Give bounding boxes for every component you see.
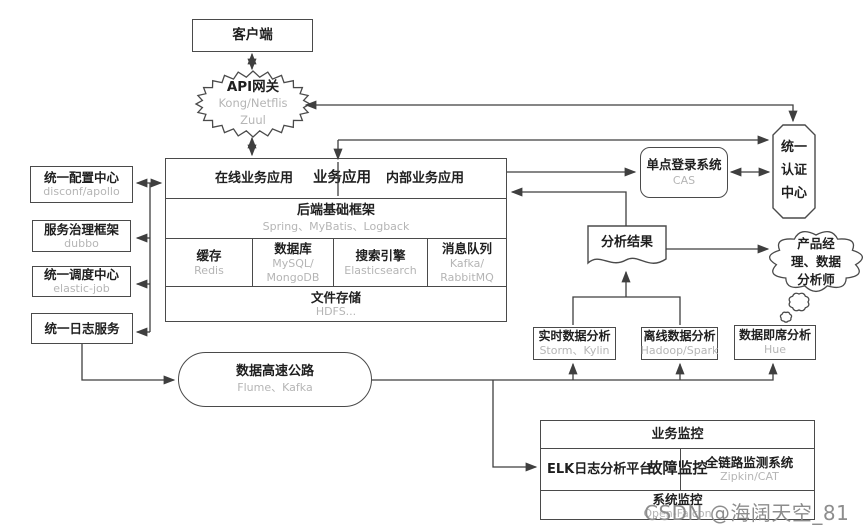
file-storage-sub: HDFS... <box>315 304 357 318</box>
fault-monitoring-label: 故障监控 <box>647 458 708 477</box>
backend-framework-sub: Spring、MyBatis、Logback <box>262 219 410 233</box>
search-engine-sub: Elasticsearch <box>344 263 417 277</box>
fault-monitoring-row: ELK日志分析平台 故障监控 全链路监测系统 Zipkin/CAT <box>541 449 814 491</box>
fault-row-divider <box>680 449 681 490</box>
backend-framework-row: 后端基础框架 Spring、MyBatis、Logback <box>166 199 506 239</box>
cloud-tail-bubble-small <box>779 311 793 323</box>
database-label: 数据库 <box>274 240 312 256</box>
sso-label: 单点登录系统 <box>646 157 722 173</box>
data-highway-sub: Flume、Kafka <box>237 381 313 395</box>
consumers-text: 产品经 理、数据 分析师 <box>772 234 860 290</box>
middleware-row: 缓存 Redis 数据库 MySQL/ MongoDB 搜索引擎 Elastic… <box>166 239 506 287</box>
message-queue-cell: 消息队列 Kafka/ RabbitMQ <box>428 239 506 286</box>
service-governance-sub: dubbo <box>64 236 99 250</box>
backend-framework-label: 后端基础框架 <box>296 203 375 219</box>
realtime-analysis-label: 实时数据分析 <box>538 329 611 344</box>
system-monitoring-label: 系统监控 <box>652 491 703 507</box>
elk-platform-label: ELK日志分析平台 <box>547 461 653 477</box>
adhoc-analysis-sub: Hue <box>763 342 786 356</box>
log-service-box: 统一日志服务 <box>31 313 133 344</box>
scheduling-center-sub: elastic-job <box>53 282 110 296</box>
offline-analysis-box: 离线数据分析 Hadoop/Spark <box>641 327 718 360</box>
analysis-result-text: 分析结果 <box>588 228 666 258</box>
gateway-text: API网关 Kong/Netflis Zuul <box>198 78 308 130</box>
gateway-label: API网关 <box>226 79 280 96</box>
connector-result-platform <box>510 187 627 226</box>
client-label: 客户端 <box>232 27 273 44</box>
message-queue-label: 消息队列 <box>441 240 492 256</box>
monitoring-box: 业务监控 ELK日志分析平台 故障监控 全链路监测系统 Zipkin/CAT 系… <box>540 420 815 520</box>
connector-auth-gateway <box>304 100 798 123</box>
service-governance-label: 服务治理框架 <box>43 221 119 237</box>
tracing-cell: 全链路监测系统 Zipkin/CAT <box>687 449 812 490</box>
auth-center-label: 统一 认证 中心 <box>780 140 807 201</box>
adhoc-analysis-label: 数据即席分析 <box>738 328 811 343</box>
offline-analysis-sub: Hadoop/Spark <box>640 343 719 357</box>
search-engine-cell: 搜索引擎 Elasticsearch <box>334 239 428 286</box>
message-queue-sub: Kafka/ RabbitMQ <box>440 256 494 284</box>
service-governance-box: 服务治理框架 dubbo <box>32 220 131 252</box>
file-storage-label: 文件存储 <box>310 289 361 305</box>
consumers-label: 产品经 理、数据 分析师 <box>790 235 841 288</box>
analysis-result-label: 分析结果 <box>600 235 653 251</box>
connector-analytics-bracket <box>572 296 681 325</box>
online-apps-label: 在线业务应用 <box>214 170 294 186</box>
log-service-label: 统一日志服务 <box>44 321 120 336</box>
business-platform-box: 在线业务应用 业务应用 内部业务应用 后端基础框架 Spring、MyBatis… <box>165 158 507 322</box>
file-storage-row: 文件存储 HDFS... <box>166 287 506 321</box>
client-box: 客户端 <box>192 19 313 52</box>
config-center-label: 统一配置中心 <box>43 170 119 186</box>
cache-sub: Redis <box>194 263 224 277</box>
apps-row: 在线业务应用 业务应用 内部业务应用 <box>166 159 506 199</box>
config-center-box: 统一配置中心 disconf/apollo <box>30 166 133 203</box>
sso-sub: CAS <box>672 174 696 188</box>
cache-label: 缓存 <box>196 247 222 263</box>
scheduling-center-label: 统一调度中心 <box>43 267 119 283</box>
auth-center-text: 统一 认证 中心 <box>773 125 815 218</box>
data-highway-label: 数据高速公路 <box>235 363 314 379</box>
system-monitoring-sub: Open-Falcon <box>643 506 712 520</box>
system-monitoring-row: 系统监控 Open-Falcon <box>541 491 814 521</box>
cache-cell: 缓存 Redis <box>166 239 253 286</box>
gateway-sub: Kong/Netflis Zuul <box>218 96 288 128</box>
config-center-sub: disconf/apollo <box>43 185 120 199</box>
connector-highway-adhoc <box>372 362 778 381</box>
connector-log-highway <box>81 344 176 385</box>
adhoc-analysis-box: 数据即席分析 Hue <box>734 325 816 360</box>
business-apps-label: 业务应用 <box>313 169 371 186</box>
scheduling-center-box: 统一调度中心 elastic-job <box>32 266 131 297</box>
tracing-label: 全链路监测系统 <box>705 455 794 471</box>
data-highway-box: 数据高速公路 Flume、Kafka <box>178 352 372 407</box>
search-engine-label: 搜索引擎 <box>355 247 406 263</box>
tracing-sub: Zipkin/CAT <box>720 470 779 484</box>
database-cell: 数据库 MySQL/ MongoDB <box>253 239 334 286</box>
sso-box: 单点登录系统 CAS <box>640 147 728 198</box>
internal-apps-label: 内部业务应用 <box>385 170 465 186</box>
database-sub: MySQL/ MongoDB <box>266 256 320 284</box>
realtime-analysis-sub: Storm、Kylin <box>539 343 610 357</box>
connector-highway-elk <box>492 380 538 472</box>
watermark: CSDN @海阔天空_81 <box>644 501 850 525</box>
cloud-tail-bubble-large <box>788 292 810 312</box>
business-monitoring-label: 业务监控 <box>651 426 704 442</box>
offline-analysis-label: 离线数据分析 <box>643 329 716 344</box>
business-monitoring-row: 业务监控 <box>541 421 814 449</box>
realtime-analysis-box: 实时数据分析 Storm、Kylin <box>533 327 616 360</box>
